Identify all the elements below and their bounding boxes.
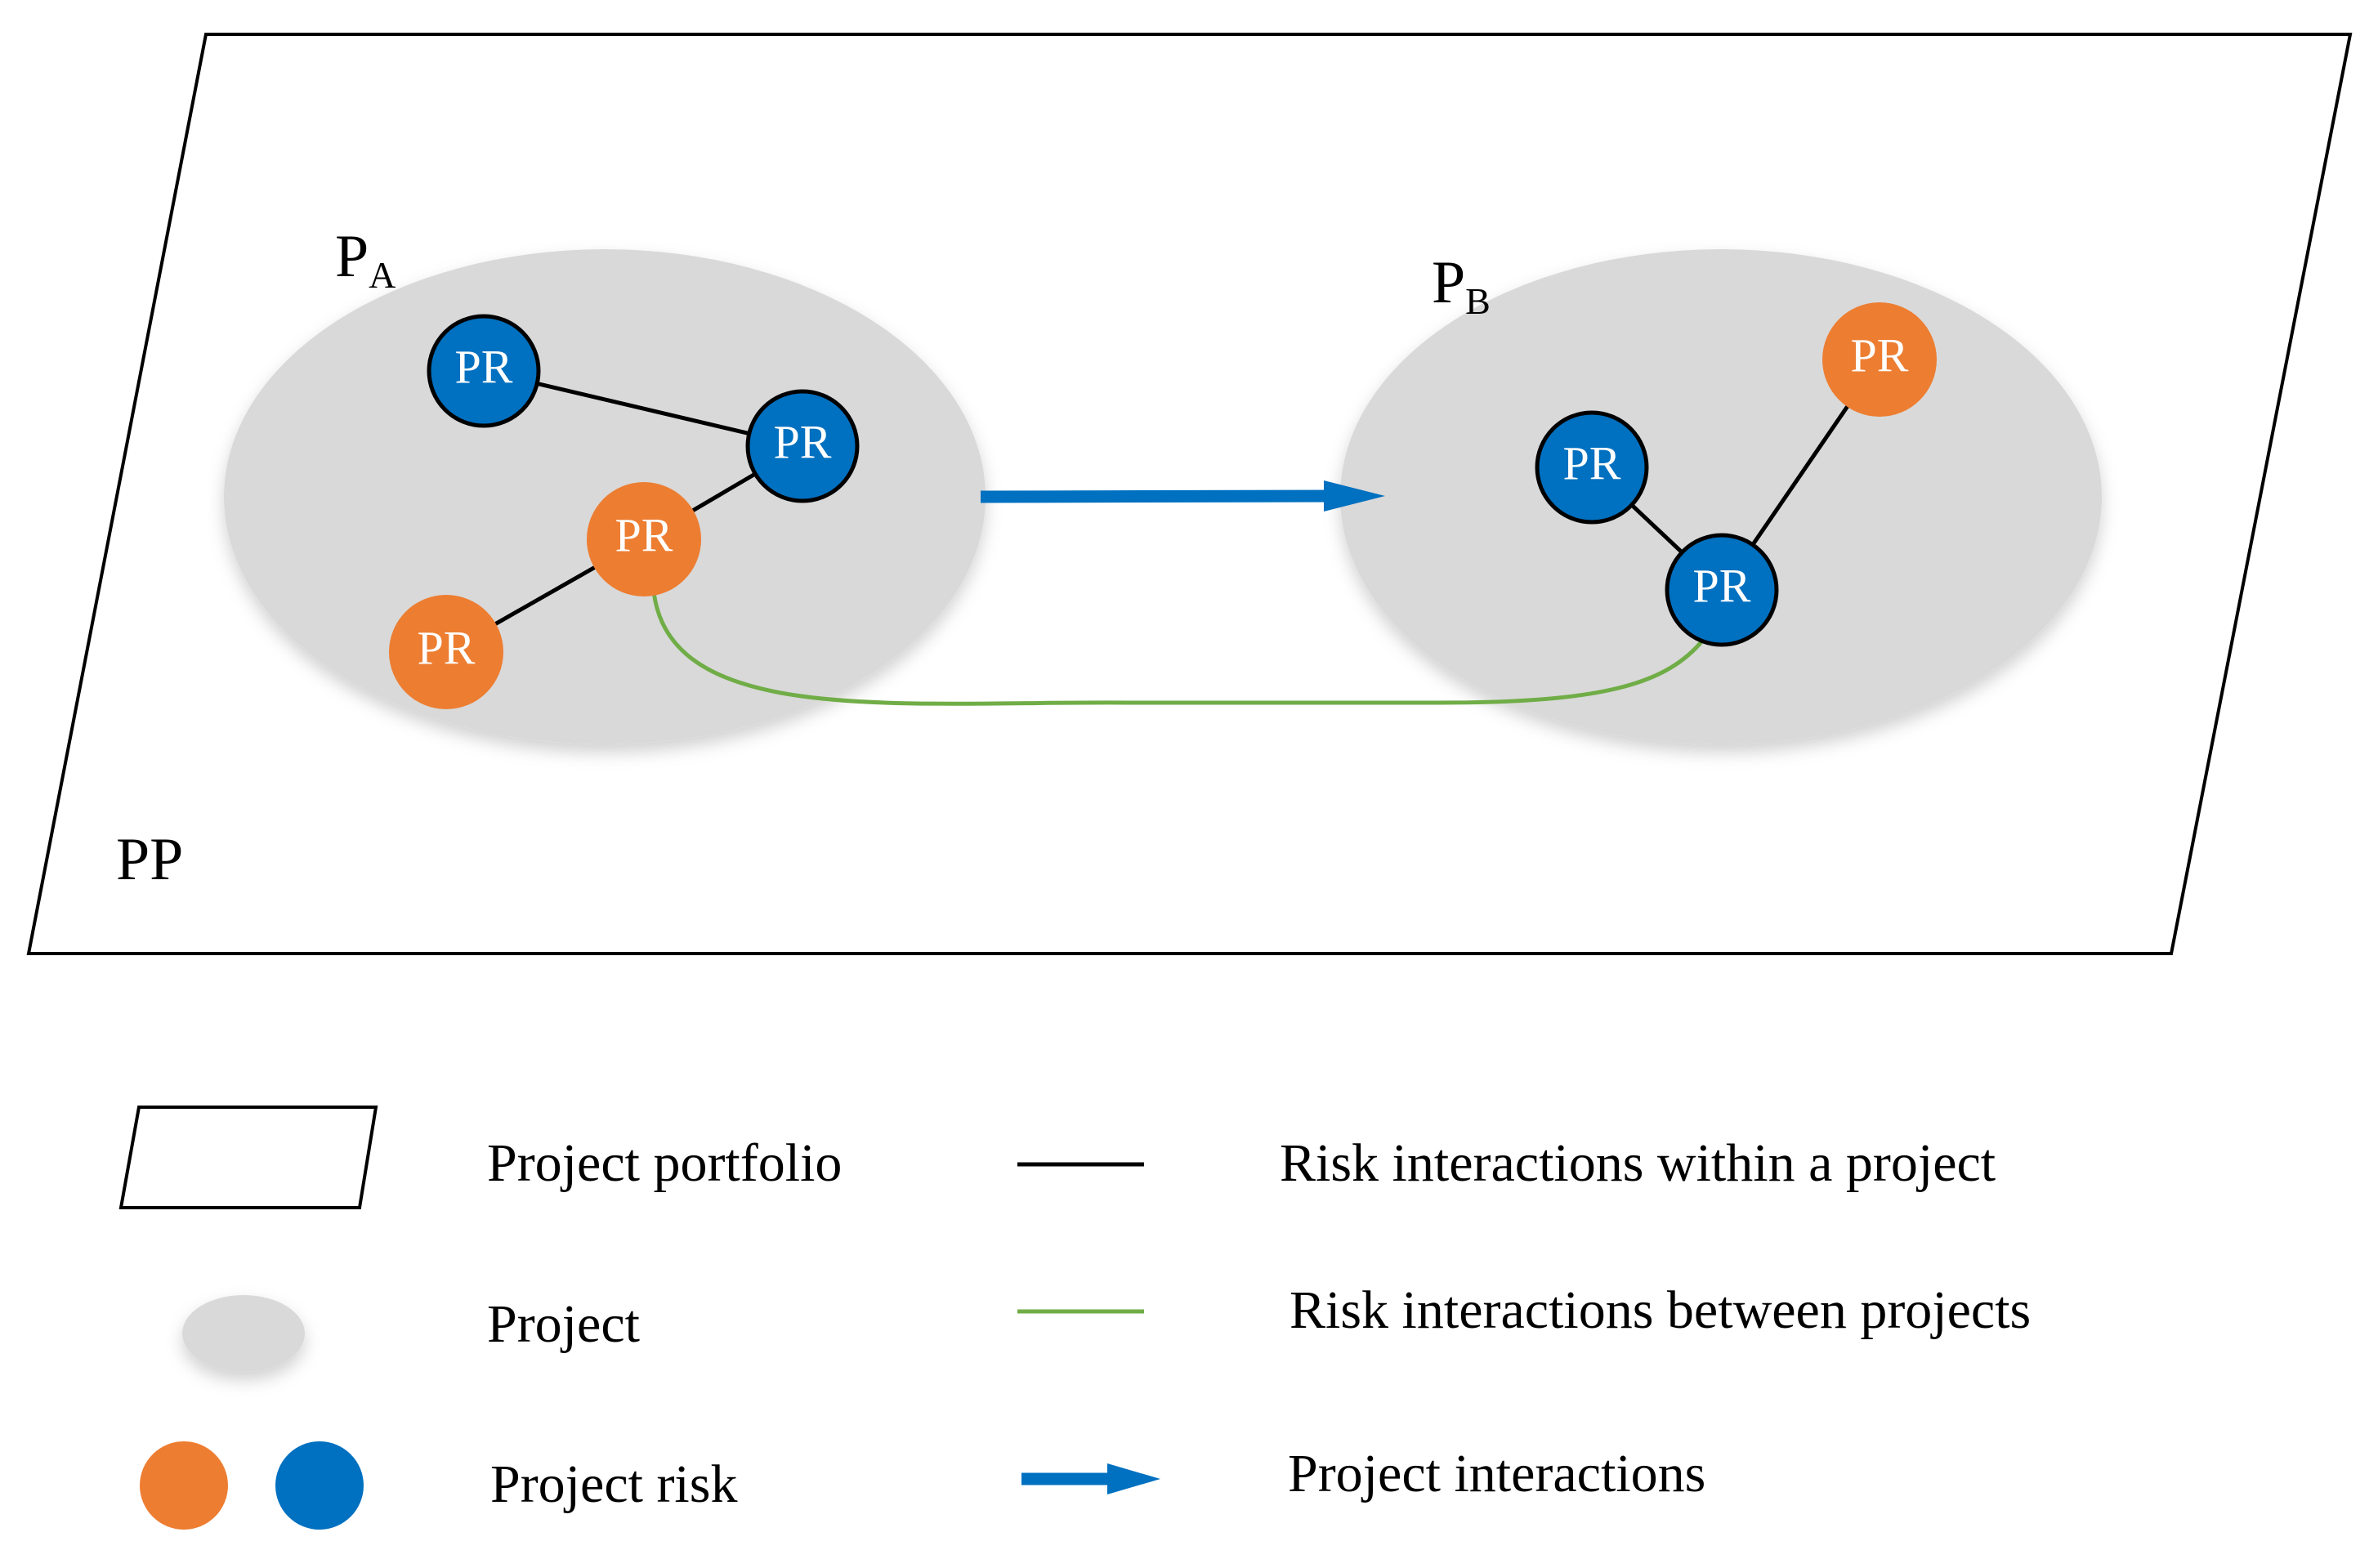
legend-project-interactions-text: Project interactions	[1288, 1444, 1705, 1503]
risk-node-b2: PR	[1822, 302, 1937, 417]
portfolio-label: PP	[116, 826, 183, 893]
legend-project-text: Project	[487, 1294, 640, 1354]
legend-risk-within-text: Risk interactions within a project	[1280, 1133, 1996, 1193]
risk-node-a1: PR	[427, 314, 541, 428]
project-a-ellipse	[224, 249, 986, 744]
risk-node-b1: PR	[1535, 410, 1649, 525]
risk-node-a4: PR	[389, 595, 503, 709]
between-project-risk-link	[651, 591, 1705, 706]
svg-text:PR: PR	[418, 621, 476, 674]
legend-project-symbol	[182, 1295, 305, 1372]
legend-project-risk-text: Project risk	[490, 1454, 737, 1514]
project-b-ellipse	[1340, 249, 2102, 744]
svg-text:PR: PR	[774, 415, 832, 468]
svg-text:PR: PR	[1693, 559, 1751, 612]
legend-arrow-symbol	[1021, 1463, 1160, 1494]
legend-risk-blue-symbol	[275, 1441, 364, 1530]
risk-node-a2: PR	[745, 389, 860, 503]
svg-text:PR: PR	[455, 340, 513, 393]
legend-project-portfolio-text: Project portfolio	[487, 1133, 842, 1193]
legend-risk-orange-symbol	[140, 1441, 228, 1530]
risk-node-a3: PR	[587, 482, 701, 596]
svg-text:PR: PR	[1563, 436, 1621, 489]
legend-risk-between-text: Risk interactions between projects	[1290, 1280, 2031, 1340]
svg-text:PR: PR	[1851, 328, 1909, 382]
risk-node-b3: PR	[1665, 533, 1779, 647]
project-b-label: PB	[1432, 249, 1491, 322]
svg-text:PR: PR	[615, 508, 673, 561]
project-interaction-arrow	[980, 480, 1385, 511]
legend-portfolio-symbol	[118, 1106, 378, 1209]
project-a-label: PA	[335, 223, 396, 296]
